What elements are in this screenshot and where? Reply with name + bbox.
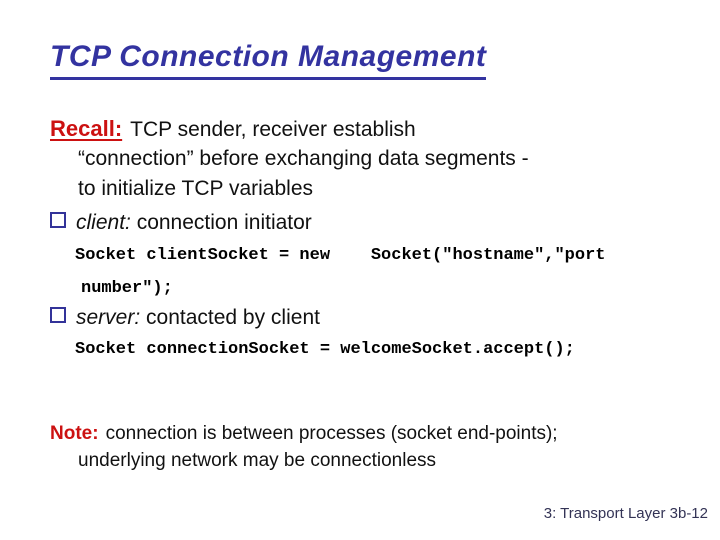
note-paragraph-line2: underlying network may be connectionless bbox=[78, 450, 437, 471]
bullet-term-server: server: bbox=[76, 306, 141, 329]
bullet-text-server: contacted by client bbox=[140, 306, 320, 329]
note-paragraph-line1: Note: connection is between processes (so… bbox=[50, 423, 558, 445]
bullet-item-client: client: connection initiator bbox=[50, 211, 312, 235]
bullet-term-client: client: bbox=[76, 211, 131, 234]
recall-text-line1: TCP sender, receiver establish bbox=[130, 118, 416, 141]
note-text-line1: connection is between processes (socket … bbox=[105, 423, 558, 444]
square-bullet-icon bbox=[50, 212, 66, 228]
slide-title: TCP Connection Management bbox=[50, 40, 487, 80]
note-label: Note: bbox=[50, 423, 99, 444]
recall-paragraph-line2: “connection” before exchanging data segm… bbox=[78, 147, 529, 170]
square-bullet-icon bbox=[50, 307, 66, 323]
client-code-line2: number"); bbox=[81, 279, 173, 298]
recall-label: Recall: bbox=[50, 116, 123, 141]
bullet-text-client: connection initiator bbox=[130, 211, 312, 234]
server-code-line1: Socket connectionSocket = welcomeSocket.… bbox=[75, 340, 575, 359]
slide-footer-page-number: 3: Transport Layer 3b-12 bbox=[543, 505, 708, 522]
client-code-line1: Socket clientSocket = new Socket("hostna… bbox=[75, 246, 606, 265]
recall-paragraph-line1: Recall: TCP sender, receiver establish bbox=[50, 116, 416, 142]
recall-paragraph-line3: to initialize TCP variables bbox=[78, 177, 313, 200]
bullet-item-server: server: contacted by client bbox=[50, 306, 320, 330]
